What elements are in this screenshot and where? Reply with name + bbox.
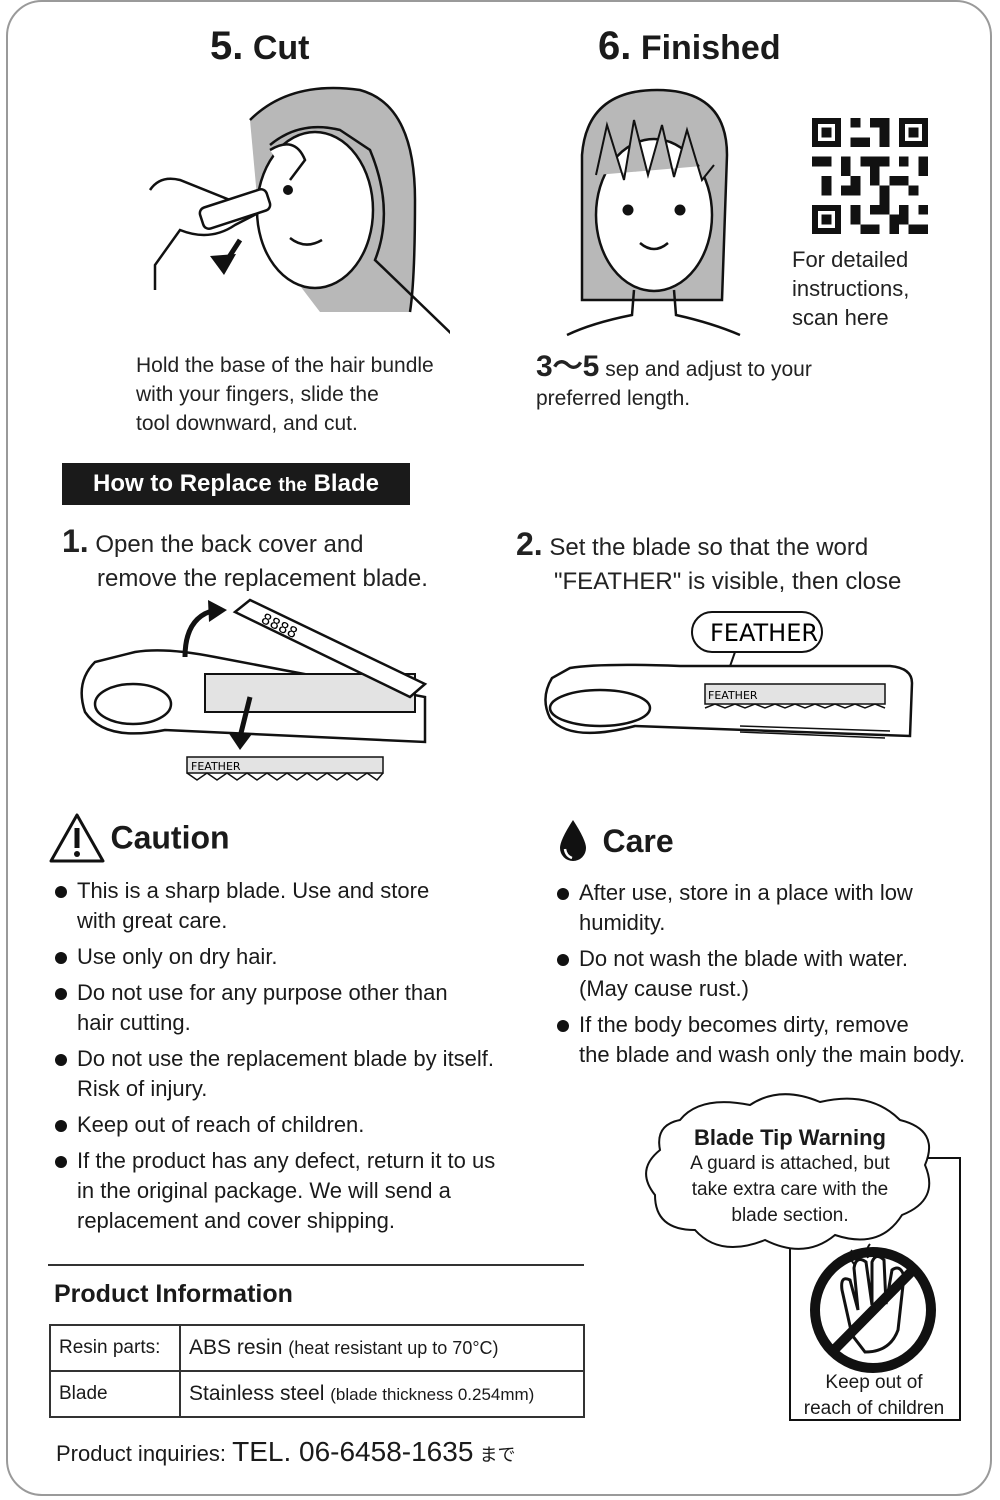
caution-header: Caution (48, 812, 230, 864)
product-divider (48, 1264, 584, 1266)
replace-step2-line-1: Set the blade so that the word (549, 534, 869, 561)
blade-tip-warning-panel (645, 1093, 961, 1421)
qr-code-icon[interactable] (810, 118, 930, 234)
caution-item: Do not use the replacement blade by itse… (55, 1044, 535, 1104)
caution-text: If the product has any defect, return it… (77, 1148, 496, 1173)
step6-title-text: Finished (640, 29, 781, 67)
table-cell-label: Resin parts: (49, 1324, 181, 1372)
replace-step2-number: 2. (516, 526, 543, 562)
table-cell-value: ABS resin (heat resistant up to 70°C) (179, 1324, 585, 1372)
inquiry-label: Product inquiries: (56, 1441, 226, 1466)
care-item: Do not wash the blade with water. (May ca… (557, 944, 972, 1004)
step5-line-1: Hold the base of the hair bundle (136, 354, 434, 377)
warning-triangle-icon (49, 813, 105, 863)
step5-number: 5. (210, 24, 244, 68)
step6-line-2: preferred length. (536, 387, 691, 410)
keep-away-caption: Keep out of reach of children (790, 1370, 958, 1422)
blade-feather-text-1: FEATHER (191, 760, 241, 773)
feather-bubble-text: FEATHER (710, 619, 818, 647)
replace-blade-banner: How to Replace the Blade (62, 463, 410, 505)
inquiry-phone[interactable]: TEL. 06-6458-1635 (232, 1436, 474, 1467)
care-list: After use, store in a place with low humi… (557, 878, 972, 1076)
care-item: After use, store in a place with low humi… (557, 878, 972, 938)
keep-line-1: Keep out of (825, 1372, 923, 1393)
qr-caption-line-2: instructions, (792, 276, 910, 301)
caution-text: in the original package. We will send a (77, 1178, 451, 1203)
warning-title: Blade Tip Warning (694, 1125, 886, 1150)
care-text: Do not wash the blade with water. (579, 946, 908, 971)
caution-text: This is a sharp blade. Use and store (77, 878, 430, 903)
banner-text-b: the (278, 475, 307, 496)
keep-line-2: reach of children (803, 1398, 945, 1419)
caution-text: replacement and cover shipping. (77, 1208, 395, 1233)
caution-text: hair cutting. (77, 1010, 191, 1035)
open-cover-illustration: 8888 FEATHER (80, 598, 428, 782)
caution-item: Keep out of reach of children. (55, 1110, 535, 1140)
step6-range: 3～5 (536, 350, 600, 383)
care-title: Care (602, 822, 674, 859)
step6-number: 6. (598, 24, 632, 68)
caution-text: Do not use for any purpose other than (77, 980, 448, 1005)
care-text: If the body becomes dirty, remove (579, 1012, 909, 1037)
water-drop-icon (560, 820, 586, 861)
warning-line-2: take extra care with the (691, 1179, 889, 1200)
step5-title-text: Cut (252, 29, 310, 67)
qr-caption: For detailed instructions, scan here (792, 245, 909, 332)
replace-step1-line-1: Open the back cover and (95, 531, 364, 558)
step6-title: 6. Finished (598, 24, 781, 69)
product-info-table: Resin parts: ABS resin (heat resistant u… (49, 1324, 585, 1418)
caution-text: Keep out of reach of children. (77, 1112, 365, 1137)
warning-line-1: A guard is attached, but (690, 1153, 890, 1174)
caution-item: Use only on dry hair. (55, 942, 535, 972)
step5-line-3: tool downward, and cut. (136, 412, 358, 435)
blade-feather-text-2: FEATHER (708, 689, 758, 702)
qr-caption-line-1: For detailed (792, 247, 909, 272)
replace-step1-line-2: remove the replacement blade. (97, 565, 428, 592)
step5-cutting-illustration (148, 86, 450, 335)
blade-note: (blade thickness 0.254mm) (330, 1385, 535, 1404)
care-text: After use, store in a place with low (579, 880, 913, 905)
banner-text-c: Blade (306, 470, 379, 497)
banner-text-a: How to Replace (93, 470, 279, 497)
care-text: the blade and wash only the main body. (579, 1042, 966, 1067)
caution-text: Do not use the replacement blade by itse… (77, 1046, 495, 1071)
table-row: Resin parts: ABS resin (heat resistant u… (49, 1324, 585, 1372)
care-header: Care (556, 818, 674, 864)
step6-line-1: sep and adjust to your (605, 358, 812, 381)
closed-tool-illustration: FEATHER FEATHER (544, 611, 914, 739)
table-cell-value: Stainless steel (blade thickness 0.254mm… (179, 1370, 585, 1418)
caution-item: This is a sharp blade. Use and store with… (55, 876, 535, 936)
step5-line-2: with your fingers, slide the (136, 383, 379, 406)
caution-text: Risk of injury. (77, 1076, 208, 1101)
caution-list: This is a sharp blade. Use and store with… (55, 876, 535, 1242)
table-row: Blade Stainless steel (blade thickness 0… (49, 1370, 585, 1418)
blade-value: Stainless steel (189, 1382, 325, 1405)
inquiry-line: Product inquiries: TEL. 06-6458-1635 まで (56, 1436, 516, 1468)
care-text: humidity. (579, 910, 666, 935)
step6-description: 3～5 sep and adjust to your preferred len… (536, 352, 812, 413)
replace-step2-line-2: "FEATHER" is visible, then close (554, 568, 902, 595)
care-text: (May cause rust.) (579, 976, 749, 1001)
replace-step1: 1. Open the back cover and remove the re… (62, 524, 428, 596)
care-item: If the body becomes dirty, remove the bla… (557, 1010, 972, 1070)
step5-description: Hold the base of the hair bundle with yo… (136, 351, 434, 438)
step5-title: 5. Cut (210, 24, 309, 69)
qr-caption-line-3: scan here (792, 305, 889, 330)
caution-text: Use only on dry hair. (77, 944, 278, 969)
caution-item: Do not use for any purpose other than hai… (55, 978, 535, 1038)
caution-title: Caution (110, 819, 230, 856)
caution-item: If the product has any defect, return it… (55, 1146, 535, 1236)
resin-note: (heat resistant up to 70°C) (288, 1338, 499, 1358)
finished-face-illustration (566, 88, 741, 337)
caution-text: with great care. (77, 908, 228, 933)
resin-value: ABS resin (189, 1336, 283, 1359)
warning-text: Blade Tip Warning A guard is attached, b… (660, 1125, 920, 1229)
table-cell-label: Blade (49, 1370, 181, 1418)
replace-step2: 2. Set the blade so that the word "FEATH… (516, 527, 901, 599)
inquiry-suffix: まで (479, 1445, 516, 1465)
replace-step1-number: 1. (62, 523, 89, 559)
warning-line-3: blade section. (731, 1205, 849, 1226)
product-info-title: Product Information (54, 1280, 293, 1308)
